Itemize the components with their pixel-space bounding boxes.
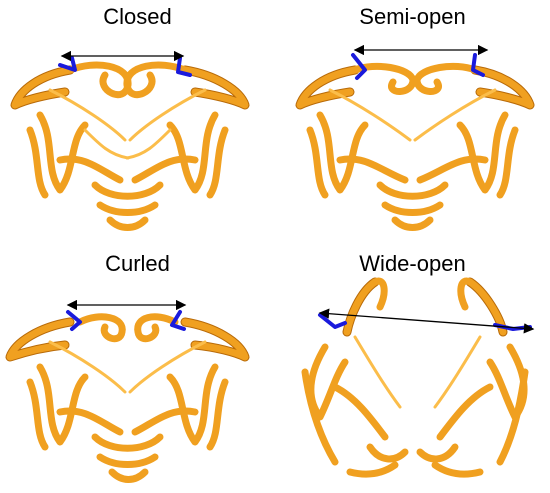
protease-structure-curled [5, 299, 250, 483]
panel-title: Closed [103, 4, 172, 29]
protease-structure-wide-open [301, 277, 535, 478]
protease-structure-closed [10, 50, 250, 231]
panel-curled: Curled [0, 247, 275, 493]
panel-semi-open: Semi-open [275, 0, 550, 246]
panel-title: Semi-open [359, 4, 466, 29]
panel-title: Curled [105, 251, 170, 276]
protease-structure-semi-open [295, 44, 535, 231]
panel-title: Wide-open [359, 251, 466, 276]
panel-closed: Closed [0, 0, 275, 246]
panel-wide-open: Wide-open [275, 247, 550, 493]
